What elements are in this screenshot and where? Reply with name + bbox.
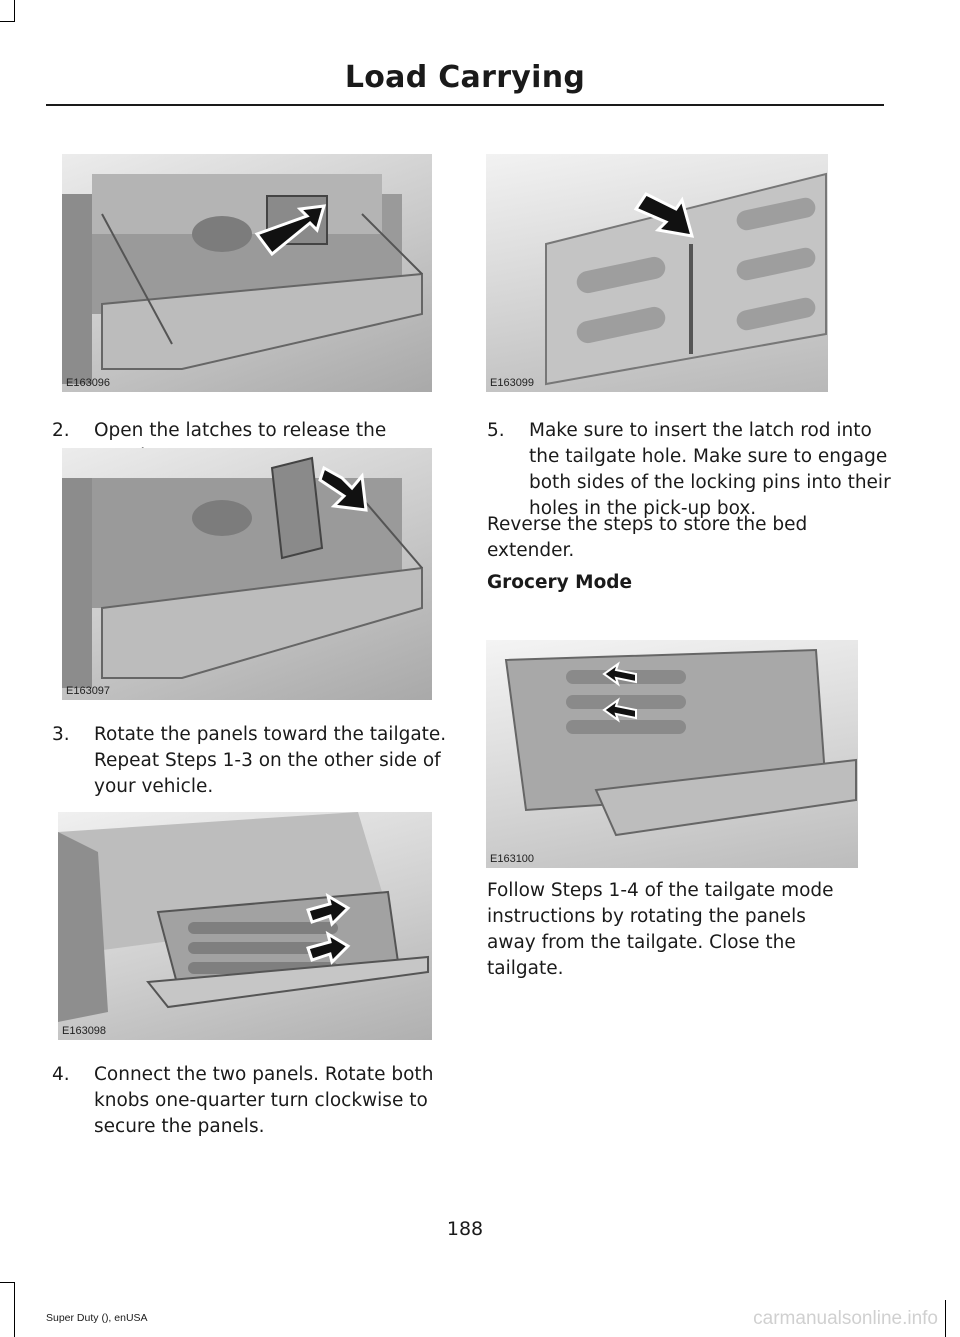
step-4: 4. Connect the two panels. Rotate both k… xyxy=(52,1062,452,1140)
step-text: Make sure to insert the latch rod into t… xyxy=(529,420,891,519)
figure-code: E163096 xyxy=(66,377,111,389)
step-text: Rotate the panels toward the tailgate. R… xyxy=(94,724,447,797)
watermark: carmanualsonline.info xyxy=(753,1308,938,1329)
figure-code: E163100 xyxy=(490,853,535,865)
step-number: 2. xyxy=(52,420,70,441)
connect-panels-illustration xyxy=(58,812,429,1022)
footer-text: Super Duty (), enUSA xyxy=(46,1312,148,1324)
latch-rod-illustration xyxy=(545,172,827,386)
tailgate-latch-illustration xyxy=(62,174,423,384)
page-number: 188 xyxy=(446,1218,484,1240)
figure-e163098: E163098 xyxy=(58,812,432,1040)
figure-code: E163097 xyxy=(66,685,111,697)
crop-mark xyxy=(945,1300,946,1337)
step-3: 3. Rotate the panels toward the tailgate… xyxy=(52,722,452,800)
panel-release-illustration xyxy=(62,456,423,688)
crop-mark xyxy=(0,1282,15,1283)
header-rule xyxy=(46,104,884,106)
figure-e163100: E163100 xyxy=(486,640,858,868)
step-text: Connect the two panels. Rotate both knob… xyxy=(94,1064,434,1137)
step-5: 5. Make sure to insert the latch rod int… xyxy=(487,418,897,522)
crop-mark xyxy=(0,21,15,22)
grocery-instructions: Follow Steps 1-4 of the tailgate mode in… xyxy=(487,880,834,979)
grocery-mode-illustration xyxy=(504,648,857,837)
figure-code: E163098 xyxy=(62,1025,107,1037)
figure-e163099: E163099 xyxy=(486,154,828,392)
section-heading: Grocery Mode xyxy=(487,572,633,593)
page-title: Load Carrying xyxy=(344,60,586,95)
crop-mark xyxy=(14,1282,15,1337)
figure-e163097: E163097 xyxy=(62,448,432,700)
step-number: 5. xyxy=(487,420,505,441)
reverse-note: Reverse the steps to store the bed exten… xyxy=(487,514,808,561)
step-number: 4. xyxy=(52,1064,70,1085)
figure-code: E163099 xyxy=(490,377,535,389)
crop-mark xyxy=(14,0,15,22)
figure-e163096: E163096 xyxy=(62,154,432,392)
step-number: 3. xyxy=(52,724,70,745)
